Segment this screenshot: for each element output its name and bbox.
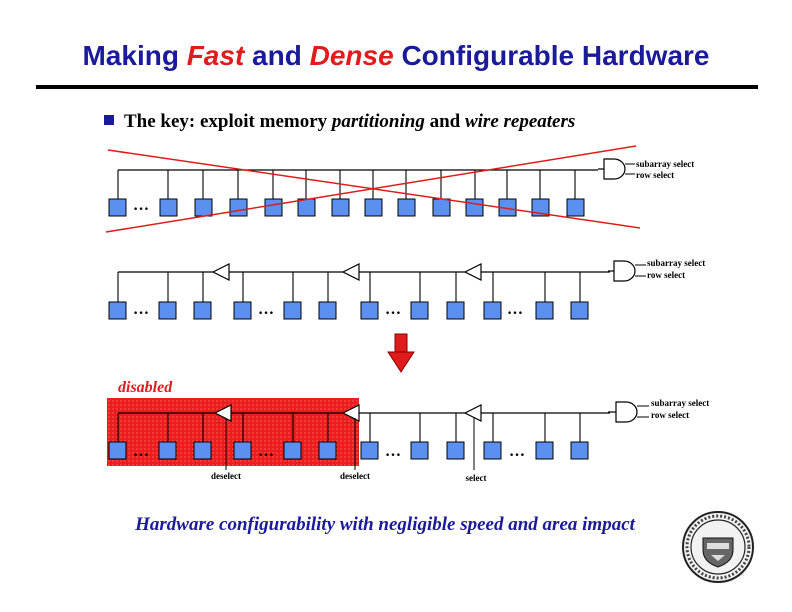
- memory-cell: [158, 441, 177, 460]
- deselect-label-2: deselect: [340, 471, 370, 481]
- title-dense: Dense: [309, 40, 394, 71]
- row2-ellipsis-3: …: [385, 301, 401, 318]
- row3-ellipsis-2: …: [258, 443, 274, 460]
- cross-out-line-b: [105, 145, 637, 233]
- row1-ellipsis: …: [133, 197, 149, 214]
- university-seal-icon: [682, 511, 754, 583]
- memory-cell: [283, 301, 302, 320]
- repeater-buffer: [341, 404, 360, 422]
- select-label: select: [466, 473, 487, 483]
- memory-cell: [233, 441, 252, 460]
- row3-row-select-label: row select: [651, 410, 689, 420]
- bullet-mid: and: [424, 111, 465, 132]
- repeater-buffer: [463, 404, 482, 422]
- memory-cell: [446, 301, 465, 320]
- partitioned-array: … … … … subarray select row select: [108, 258, 705, 320]
- row2-row-select-label: row select: [647, 270, 685, 280]
- memory-cell: [535, 441, 554, 460]
- deselect-label-1: deselect: [211, 471, 241, 481]
- memory-cell: [432, 198, 451, 217]
- memory-cell: [108, 301, 127, 320]
- memory-cell: [159, 198, 178, 217]
- row1-cells: [108, 198, 585, 217]
- row2-subarray-select-label: subarray select: [647, 258, 705, 268]
- memory-cell: [364, 198, 383, 217]
- memory-cell: [193, 441, 212, 460]
- memory-cell: [483, 441, 502, 460]
- memory-cell: [397, 198, 416, 217]
- slide-title: Making Fast and Dense Configurable Hardw…: [0, 40, 792, 72]
- row3-taps: [117, 413, 581, 442]
- memory-cell: [108, 198, 127, 217]
- bullet-term-wire-repeaters: wire repeaters: [464, 111, 576, 132]
- bullet-term-partitioning: partitioning: [331, 111, 425, 132]
- memory-cell: [318, 301, 337, 320]
- row3-repeaters: [213, 404, 482, 422]
- title-prefix: Making: [82, 40, 187, 71]
- memory-cell: [264, 198, 283, 217]
- title-suffix: Configurable Hardware: [393, 40, 710, 71]
- disabled-label: disabled: [118, 379, 173, 396]
- row3-ellipsis-1: …: [133, 443, 149, 460]
- row2-repeaters: [211, 263, 482, 281]
- title-fast: Fast: [186, 40, 245, 71]
- disabled-region: [107, 398, 359, 466]
- row1-and-gate: [598, 158, 635, 180]
- memory-cell: [158, 301, 177, 320]
- row2-taps: [117, 272, 581, 302]
- memory-cell: [410, 301, 429, 320]
- configured-array: disabled … … … … deselect deselect selec…: [107, 379, 709, 483]
- memory-cell: [570, 441, 589, 460]
- row2-ellipsis-2: …: [258, 301, 274, 318]
- memory-cell: [566, 198, 585, 217]
- key-bullet: The key: exploit memory partitioning and…: [104, 111, 575, 133]
- row2-ellipsis-1: …: [133, 301, 149, 318]
- repeater-buffer: [211, 263, 230, 281]
- row3-ellipsis-4: …: [509, 443, 525, 460]
- row1-row-select-label: row select: [636, 170, 674, 180]
- bullet-prefix: The key: exploit memory: [124, 111, 332, 132]
- memory-cell: [283, 441, 302, 460]
- repeater-buffer: [213, 404, 232, 422]
- repeater-buffer: [463, 263, 482, 281]
- memory-cell: [410, 441, 429, 460]
- memory-cell: [360, 301, 379, 320]
- down-arrow-icon: [387, 333, 415, 373]
- memory-cell: [531, 198, 550, 217]
- memory-cell: [535, 301, 554, 320]
- row2-ellipsis-4: …: [507, 301, 523, 318]
- memory-cell: [465, 198, 484, 217]
- footer-caption: Hardware configurability with negligible…: [135, 514, 635, 535]
- memory-cell: [194, 198, 213, 217]
- title-mid: and: [244, 40, 310, 71]
- row1-subarray-select-label: subarray select: [636, 159, 694, 169]
- row3-and-gate: [608, 401, 649, 423]
- memory-cell: [360, 441, 379, 460]
- title-rule: [36, 85, 758, 89]
- memory-cell: [233, 301, 252, 320]
- unpartitioned-array: … subarray select row select: [105, 145, 694, 233]
- memory-cell: [193, 301, 212, 320]
- memory-cell: [331, 198, 350, 217]
- memory-cell: [446, 441, 465, 460]
- row2-and-gate: [608, 260, 646, 282]
- row3-subarray-select-label: subarray select: [651, 398, 709, 408]
- square-bullet-icon: [104, 115, 114, 125]
- row3-ellipsis-3: …: [385, 443, 401, 460]
- memory-cell: [318, 441, 337, 460]
- memory-cell: [483, 301, 502, 320]
- repeater-buffer: [341, 263, 360, 281]
- memory-cell: [229, 198, 248, 217]
- memory-cell: [570, 301, 589, 320]
- row2-cells: [108, 301, 589, 320]
- memory-cell: [297, 198, 316, 217]
- row3-cells: [108, 441, 589, 460]
- memory-cell: [108, 441, 127, 460]
